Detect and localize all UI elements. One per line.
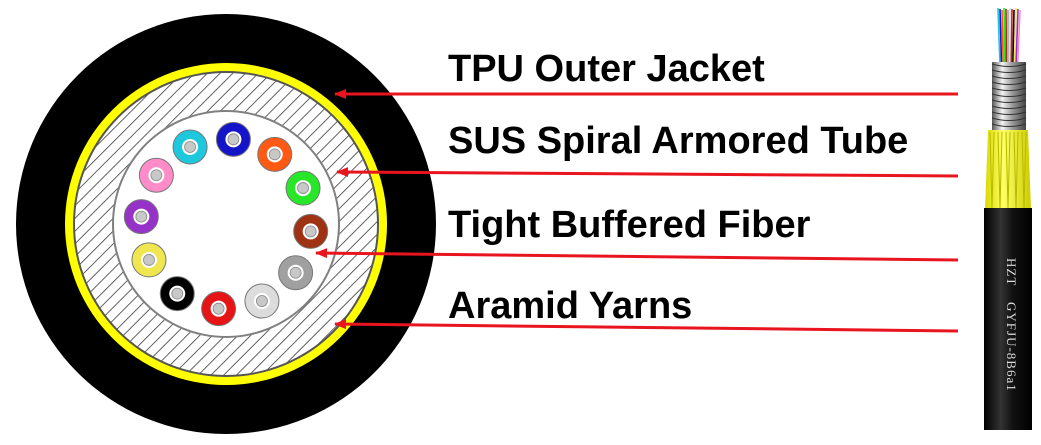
label-aramid-yarns: Aramid Yarns [448,285,692,327]
tight-buffered-fibers [123,121,329,327]
fiber-yellow [131,242,167,278]
aramid-yarn-section [985,130,1031,210]
fiber-violet [123,199,159,235]
aramid-yarn-strands [989,131,1027,209]
label-tpu-outer-jacket: TPU Outer Jacket [448,48,765,90]
pointer-sus-spiral-armored-tube [336,167,959,178]
fiber-rose [138,157,174,193]
fiber-white [244,283,280,319]
label-tight-buffered-fiber: Tight Buffered Fiber [448,204,811,246]
pointer-lines [315,89,959,333]
fiber-slate [278,255,314,291]
pointer-aramid-yarns [334,319,959,333]
cable-print-marking: HZT GYFJU-8B6a1 [1004,258,1019,392]
cable-print-brand: HZT [1004,258,1019,286]
cable-cross-section [16,14,436,434]
fiber-blue [215,121,251,157]
fiber-brown [293,213,329,249]
cable-print-model: GYFJU-8B6a1 [1004,302,1019,392]
fiber-aqua [172,129,208,165]
label-sus-spiral-armored-tube: SUS Spiral Armored Tube [448,120,908,162]
pointer-tight-buffered-fiber [315,248,959,262]
outer-jacket-section [984,208,1032,430]
cable-side-view: HZT GYFJU-8B6a1 [984,7,1032,430]
labels: TPU Outer Jacket SUS Spiral Armored Tube… [448,48,908,327]
fiber-red [201,291,237,327]
fiber-orange [257,136,293,172]
armor-spiral-ridges [991,63,1027,127]
fiber-black [159,276,195,312]
exposed-fiber-strands [997,7,1021,67]
fiber-green [285,170,321,206]
